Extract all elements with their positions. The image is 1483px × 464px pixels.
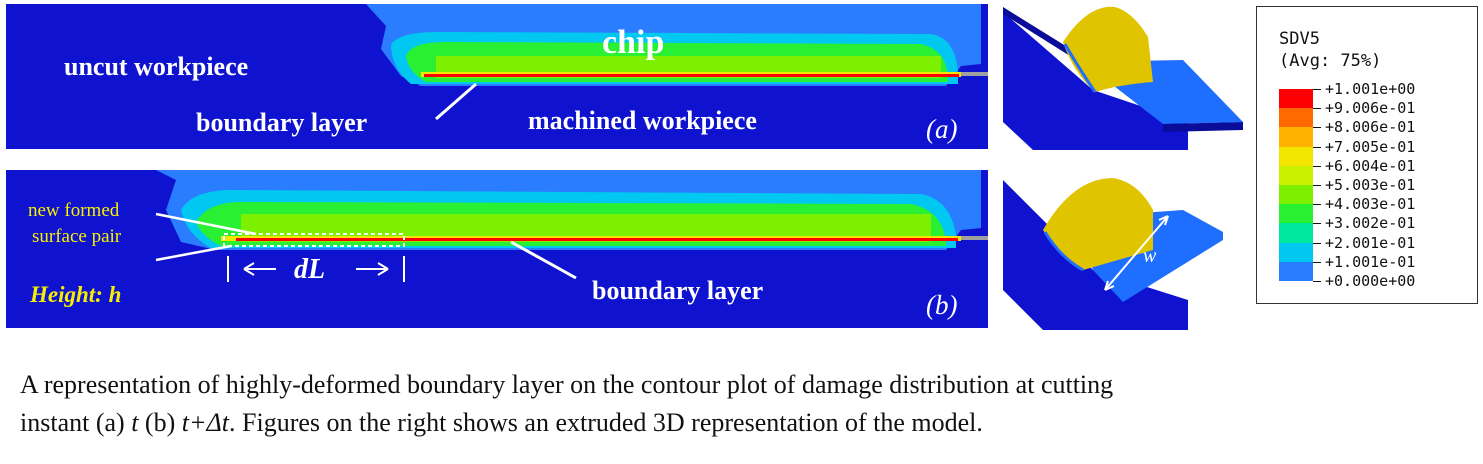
boundary-pointer-a xyxy=(435,82,477,121)
dl-arrow-right xyxy=(356,262,389,276)
contour-plot-b xyxy=(155,170,988,282)
new-surface-box xyxy=(223,233,405,247)
boundary-layer-label-b: boundary layer xyxy=(592,276,764,305)
boundary-layer-line-b xyxy=(236,238,958,241)
legend-swatch xyxy=(1279,185,1313,205)
legend-tick-label: +4.003e-01 xyxy=(1325,195,1416,214)
chip-roll-a xyxy=(1063,6,1153,92)
legend-tick-mark xyxy=(1313,89,1321,90)
legend-tick-mark xyxy=(1313,165,1321,167)
contour-panel-a: chip uncut workpiece boundary layer mach… xyxy=(6,4,988,149)
legend-tick-mark xyxy=(1313,146,1321,148)
boundary-layer-label-a: boundary layer xyxy=(196,108,368,137)
legend-subtitle: (Avg: 75%) xyxy=(1279,51,1382,71)
width-label: w xyxy=(1143,245,1157,267)
chip-edge-b xyxy=(1043,231,1084,272)
contour-panel-b: new formed surface pair Height: h dL bou… xyxy=(6,170,988,328)
legend-swatch xyxy=(1279,223,1313,243)
caption-t: t xyxy=(131,408,139,437)
dl-arrow-left xyxy=(243,262,276,276)
figure-caption: A representation of highly-deformed boun… xyxy=(20,366,1470,442)
new-surface-pointer-top xyxy=(155,212,257,236)
legend-tick-mark xyxy=(1313,185,1321,186)
legend-title: SDV5 xyxy=(1279,29,1320,49)
contour-plot-a xyxy=(366,4,988,121)
legend-tick-label: +5.003e-01 xyxy=(1325,176,1416,194)
legend-tick-label: +6.004e-01 xyxy=(1325,156,1416,175)
legend-swatch xyxy=(1279,146,1313,166)
width-arrow-head-top xyxy=(1158,215,1169,226)
boundary-layer-line-a xyxy=(424,74,959,77)
caption-line-1: A representation of highly-deformed boun… xyxy=(20,370,1114,399)
chip-roll-b xyxy=(1043,178,1153,270)
block-front-a xyxy=(1003,12,1188,150)
panel-tag-a: (a) xyxy=(926,114,958,144)
machined-workpiece-label: machined workpiece xyxy=(528,106,757,135)
height-label: Height: h xyxy=(30,282,122,307)
uncut-workpiece-label: uncut workpiece xyxy=(64,52,249,81)
new-formed-label-1: new formed xyxy=(28,200,120,221)
caption-line-2: instant (a) t (b) t+Δt. Figures on the r… xyxy=(20,404,1470,442)
new-formed-label-2: surface pair xyxy=(32,226,122,247)
width-arrow-head-bottom xyxy=(1104,280,1115,291)
legend-tick-mark xyxy=(1313,242,1321,244)
legend-swatch xyxy=(1279,108,1313,128)
legend-tick-label: +1.001e-01 xyxy=(1325,252,1416,271)
legend-tick-mark xyxy=(1313,223,1321,225)
dl-label: dL xyxy=(294,254,326,285)
legend-swatch xyxy=(1279,242,1313,262)
caption-tdt: t+Δt xyxy=(181,408,230,437)
new-surface-pointer-bottom xyxy=(155,244,232,262)
caption-part-1: instant (a) xyxy=(20,408,132,437)
legend-tick-label: +0.000e+00 xyxy=(1325,272,1416,290)
legend-tick-label: +1.001e+00 xyxy=(1325,80,1416,98)
machined-edge-a xyxy=(1163,122,1243,132)
legend-swatch xyxy=(1279,204,1313,224)
legend-tick-label: +2.001e-01 xyxy=(1325,233,1416,252)
boundary-pointer-b xyxy=(510,240,577,280)
block-front-b xyxy=(1003,180,1188,330)
model-3d-thumbnail-a xyxy=(1003,6,1243,150)
legend-tick-mark xyxy=(1313,261,1321,263)
color-legend: SDV5 (Avg: 75%) +1.001e+00+9.006e-01+8.0… xyxy=(1256,6,1478,304)
legend-swatch xyxy=(1279,261,1313,281)
tool-tip-b xyxy=(961,236,988,240)
tool-tip-a xyxy=(961,72,988,76)
legend-tick-label: +3.002e-01 xyxy=(1325,214,1416,233)
chip-label: chip xyxy=(602,24,665,61)
legend-tick-label: +9.006e-01 xyxy=(1325,99,1416,118)
chip-edge-a xyxy=(1063,43,1097,93)
panel-tag-b: (b) xyxy=(926,290,958,320)
legend-tick-mark xyxy=(1313,281,1321,282)
caption-part-3: . Figures on the right shows an extruded… xyxy=(229,408,983,437)
legend-tick-label: +7.005e-01 xyxy=(1325,137,1416,156)
legend-tick-label: +8.006e-01 xyxy=(1325,118,1416,137)
legend-tick-mark xyxy=(1313,204,1321,206)
legend-tick-mark xyxy=(1313,108,1321,110)
legend-tick-mark xyxy=(1313,127,1321,129)
legend-swatch xyxy=(1279,89,1313,109)
legend-swatch xyxy=(1279,127,1313,147)
caption-part-2: (b) xyxy=(138,408,182,437)
legend-swatch xyxy=(1279,165,1313,185)
width-arrow xyxy=(1104,215,1169,291)
model-3d-thumbnail-b: w xyxy=(1003,178,1223,330)
